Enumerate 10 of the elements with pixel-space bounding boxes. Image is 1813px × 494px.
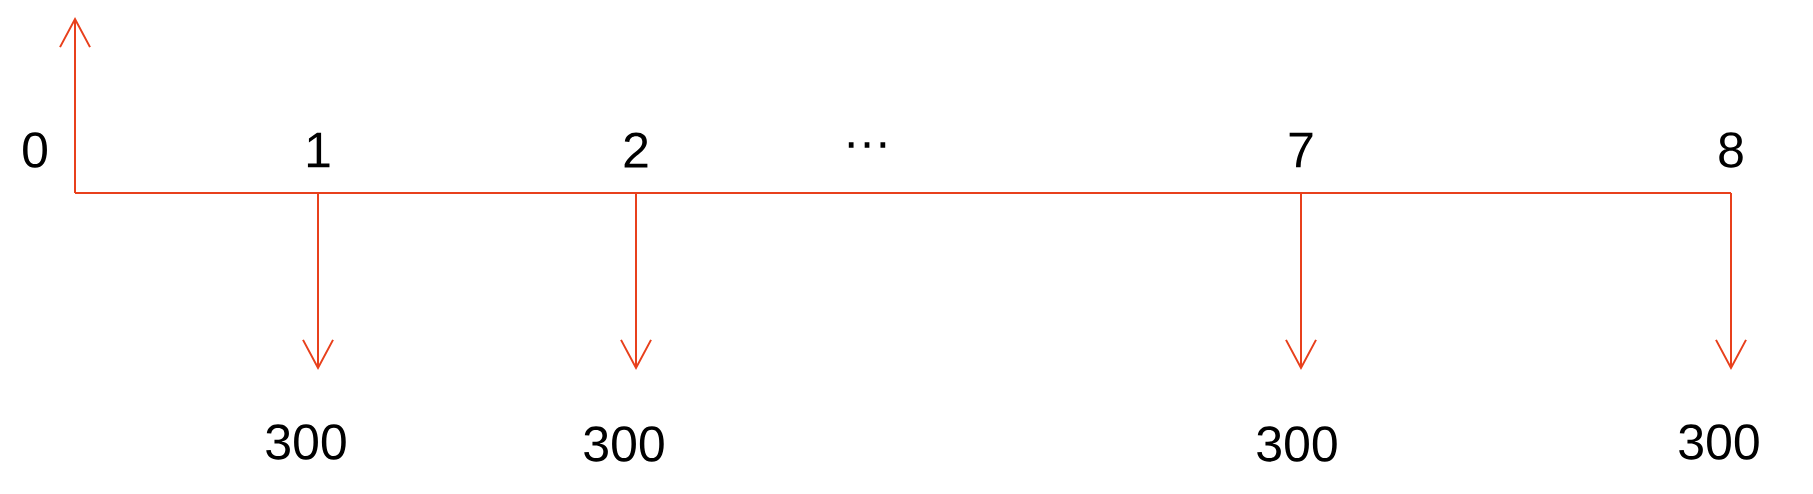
period-number: 0	[23, 132, 47, 168]
period-number: 2	[624, 132, 648, 168]
period-number: 8	[1719, 132, 1743, 168]
amount-label: 300	[584, 426, 664, 462]
amount-label: 300	[1257, 426, 1337, 462]
period-number: 7	[1289, 132, 1313, 168]
amount-label: 300	[1679, 424, 1759, 460]
ellipsis: …	[848, 142, 886, 148]
amount-label: 300	[266, 424, 346, 460]
period-number: 1	[307, 132, 330, 168]
